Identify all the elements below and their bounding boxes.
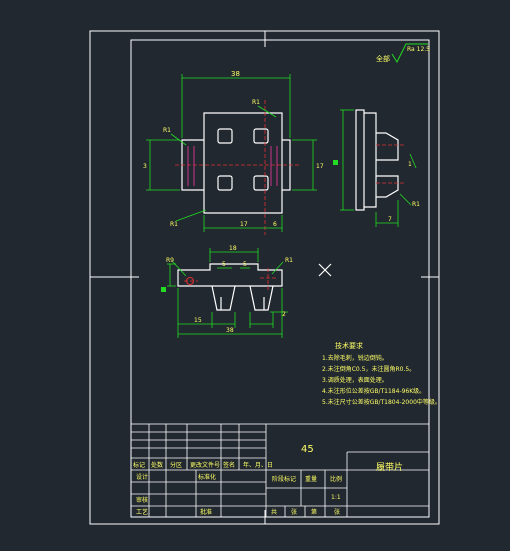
title-stage-label: 阶段标记	[272, 475, 296, 483]
title-weight-label: 重量	[305, 475, 317, 483]
cross-mark	[318, 263, 332, 277]
front-view-outline	[177, 263, 283, 311]
dim-front-18: 18	[229, 245, 237, 252]
title-header-cell: 签名	[223, 461, 235, 469]
front-view-centerlines	[184, 268, 278, 290]
top-view-centerlines	[175, 100, 300, 235]
roughness-prefix: 全部	[376, 54, 390, 63]
dim-front-d4: 15	[194, 317, 202, 324]
dim-front-d1: 5	[222, 261, 226, 268]
title-bottom-cell: 张	[291, 508, 297, 516]
dim-right-height: 17	[316, 163, 324, 170]
roughness-symbol: 全部 Ra 12.5	[376, 43, 430, 64]
top-view-hatch	[187, 146, 278, 186]
dim-front-d2: 5	[243, 261, 247, 268]
title-bottom-cell: 共	[271, 508, 277, 516]
title-header-cell: 年、月、日	[243, 461, 273, 469]
side-view-centerlines	[376, 144, 406, 184]
side-view-marker	[333, 160, 338, 165]
title-header-cell: 标记	[133, 461, 145, 469]
title-header-cell: 分区	[170, 461, 182, 469]
title-left-row: 审核	[136, 496, 148, 504]
dim-front-r-a: R9	[166, 257, 174, 264]
tech-note-line: 3.调质处理，表面处理。	[322, 376, 388, 384]
dim-front-r-b: R1	[285, 257, 293, 264]
dim-r1-b: R1	[163, 127, 171, 134]
tech-notes-heading: 技术要求	[335, 341, 363, 350]
dim-side-7: 7	[388, 216, 392, 223]
dim-bottom-17: 17	[240, 221, 248, 228]
dim-front-d5: 38	[226, 327, 234, 334]
title-approve-label: 批准	[200, 508, 212, 516]
outer-border	[89, 30, 440, 525]
dim-r1-c: R1	[170, 221, 178, 228]
dim-r1-a: R1	[252, 99, 260, 106]
title-left-row: 设计	[136, 473, 148, 481]
top-view-outline	[181, 112, 291, 214]
front-view-marker	[161, 287, 166, 292]
front-view: 18 R9 R1 5 5 2 15 38	[161, 245, 332, 338]
dim-left-height: 3	[143, 163, 147, 170]
dim-bottom-small: 6	[273, 221, 277, 228]
dim-side-small: 1	[408, 161, 412, 168]
title-standard-label: 标准化	[198, 473, 216, 481]
title-scale-value: 1:1	[331, 494, 341, 501]
title-material: 45	[301, 444, 314, 455]
dim-side-r: R1	[412, 201, 420, 208]
centering-marks	[90, 31, 439, 524]
roughness-value: Ra 12.5	[407, 46, 430, 53]
front-view-dimensions	[167, 248, 288, 338]
inner-border	[130, 39, 430, 518]
title-block: 45 履带片 标记 处数 分区 更改文件号 签名 年、月、日 设计 审核 工艺 …	[130, 423, 430, 518]
top-view-dimensions	[146, 74, 317, 232]
tech-note-line: 5.未注尺寸公差按GB/T1804-2000中等级。	[322, 398, 441, 406]
tech-note-line: 2.未注倒角C0.5，未注圆角R0.5。	[322, 365, 415, 373]
dim-top-width: 38	[231, 70, 240, 78]
title-header-cell: 处数	[151, 461, 163, 469]
title-scale-label: 比例	[330, 475, 342, 483]
tech-note-line: 1.去除毛刺，锐边倒钝。	[322, 354, 388, 362]
title-part-name: 履带片	[376, 461, 403, 473]
side-view-outline	[355, 109, 399, 211]
tech-notes: 技术要求 1.去除毛刺，锐边倒钝。 2.未注倒角C0.5，未注圆角R0.5。 3…	[322, 341, 441, 406]
side-view-dimensions	[340, 109, 417, 227]
title-header-cell: 更改文件号	[190, 461, 220, 469]
title-bottom-cell: 第	[311, 508, 317, 516]
top-view: 38 R1 R1 R1 3 17 17 6	[143, 70, 324, 235]
side-view: 1 R1 7	[333, 109, 420, 227]
title-bottom-cell: 张	[334, 508, 340, 516]
dim-front-d3: 2	[282, 311, 286, 318]
title-block-grid	[130, 423, 430, 518]
title-left-row: 工艺	[136, 508, 148, 516]
tech-note-line: 4.未注形位公差按GB/T1184-96K级。	[322, 387, 425, 395]
